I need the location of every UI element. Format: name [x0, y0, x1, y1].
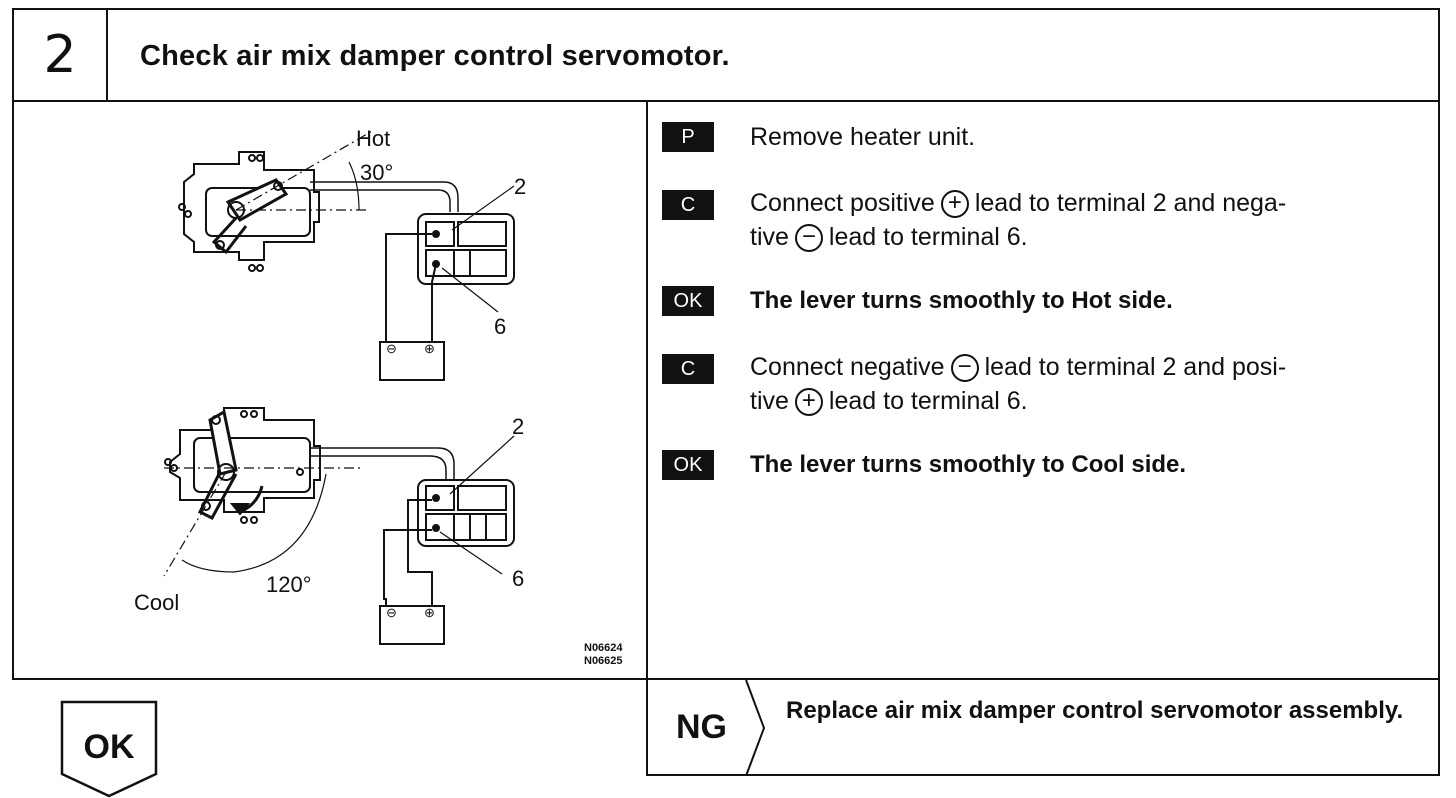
step-text-hot-side: The lever turns smoothly to Hot side.: [750, 287, 1173, 314]
battery-minus-label: ⊖: [386, 341, 397, 356]
servomotor-diagram: [163, 129, 515, 645]
ok-pentagon-icon: [60, 700, 158, 798]
plus-symbol-icon: +: [794, 388, 823, 417]
step-title: Check air mix damper control servomotor.: [140, 40, 730, 72]
bottom-terminal-6-label: 6: [512, 566, 525, 591]
ok-label: OK: [83, 728, 135, 766]
plus-symbol-icon: +: [940, 190, 969, 219]
step-text-remove: Remove heater unit.: [750, 123, 976, 151]
top-terminal-6-label: 6: [494, 314, 507, 339]
figure-code-2: N06625: [584, 655, 623, 667]
column-divider: [646, 100, 648, 776]
top-terminal-2-label: 2: [514, 174, 527, 199]
step-number: 2: [43, 25, 77, 85]
bottom-connector: [417, 479, 515, 547]
bottom-lever: [197, 409, 238, 520]
step-badge-ok: OK: [662, 286, 714, 316]
content-panel: [12, 100, 1440, 680]
figure-code-1: N06624: [584, 642, 623, 654]
cool-angle-label: 120°: [266, 572, 312, 597]
battery-minus-label: ⊖: [386, 605, 397, 620]
step-number-box: [12, 8, 108, 102]
minus-symbol-icon: −: [950, 354, 979, 383]
ng-label: NG: [676, 708, 727, 746]
battery-plus-label: ⊕: [424, 341, 435, 356]
step-badge-c: C: [662, 354, 714, 384]
step-badge-c: C: [662, 190, 714, 220]
step-badge-p: P: [662, 122, 714, 152]
step-text-connect-negative: Connect negative−lead to terminal 2 and …: [750, 353, 1287, 417]
hot-label: Hot: [356, 126, 391, 151]
minus-symbol-icon: −: [794, 224, 823, 253]
hot-angle-label: 30°: [360, 160, 394, 185]
step-text-cool-side: The lever turns smoothly to Cool side.: [750, 451, 1187, 478]
ng-chevron-icon: [745, 680, 766, 776]
cool-label: Cool: [134, 590, 180, 615]
ng-result-box: [646, 680, 1440, 776]
top-connector: [417, 213, 515, 285]
step-text-connect-positive: Connect positive+lead to terminal 2 and …: [750, 189, 1287, 253]
bottom-battery: [379, 598, 445, 645]
step-badge-ok: OK: [662, 450, 714, 480]
ng-action-text: Replace air mix damper control servomoto…: [786, 697, 1404, 724]
bottom-terminal-2-label: 2: [512, 414, 525, 439]
battery-plus-label: ⊕: [424, 605, 435, 620]
step-header: [12, 8, 1440, 102]
top-battery: [379, 334, 445, 381]
